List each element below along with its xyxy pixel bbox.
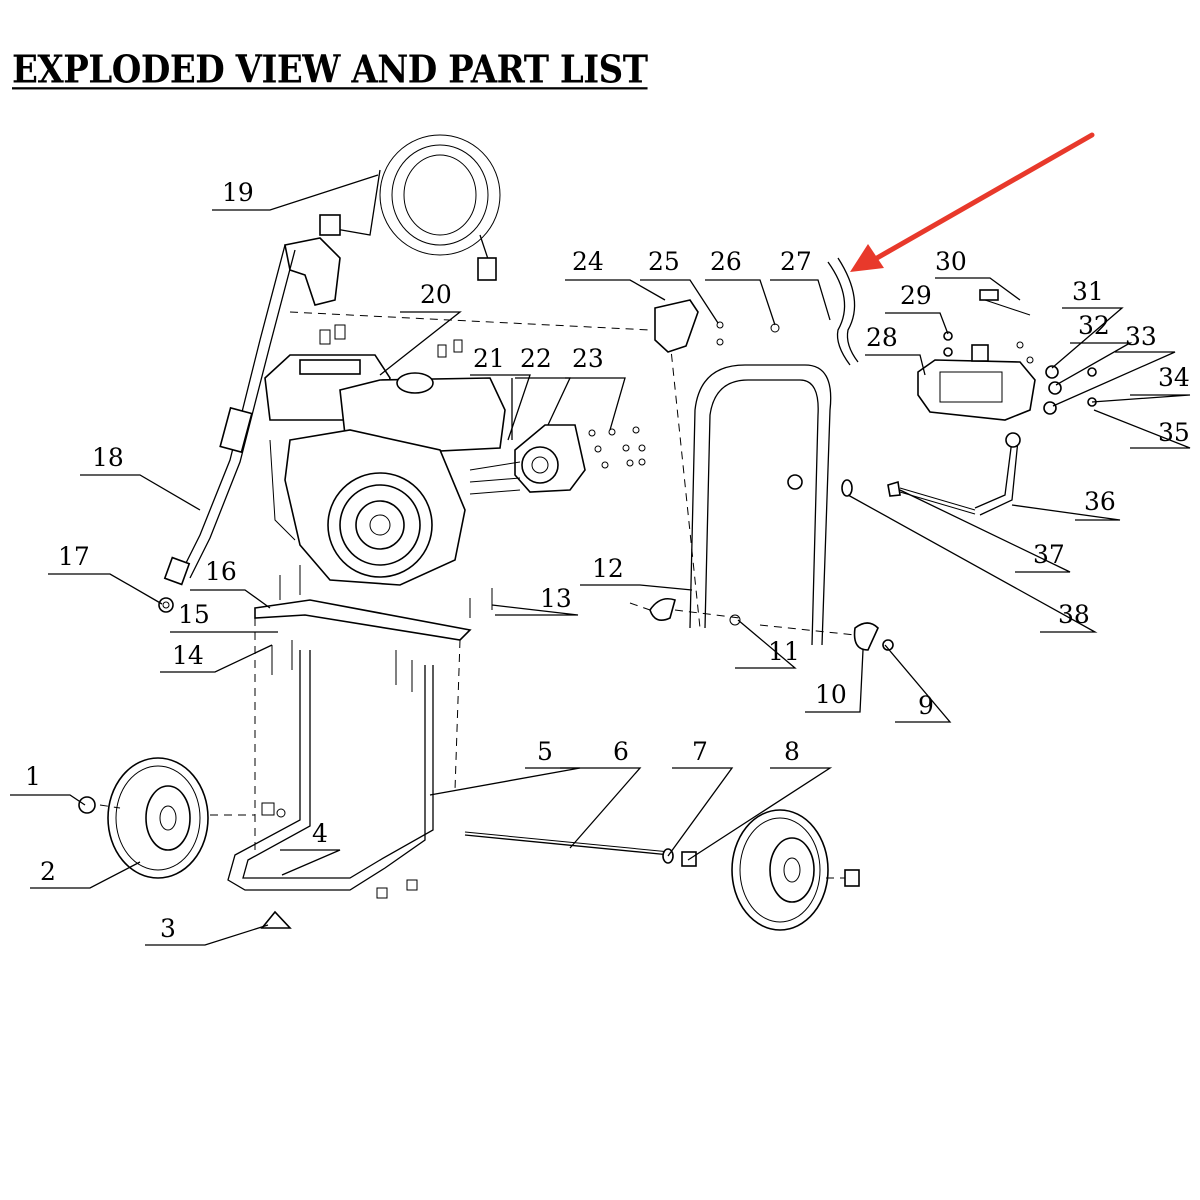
callout-3: 3 <box>160 914 176 943</box>
callout-26: 26 <box>710 247 742 276</box>
callout-5: 5 <box>537 737 553 766</box>
holder <box>917 289 1036 421</box>
callout-29: 29 <box>900 281 932 310</box>
callout-13: 13 <box>540 584 572 613</box>
callout-21: 21 <box>473 344 505 373</box>
engine <box>264 324 506 586</box>
nuts-washers <box>1043 365 1097 415</box>
wheel-left <box>78 757 255 879</box>
base-plate <box>254 565 493 692</box>
callout-10: 10 <box>815 680 847 709</box>
rod-spring <box>887 432 1021 516</box>
callout-20: 20 <box>420 280 452 309</box>
callout-19: 19 <box>222 178 254 207</box>
callout-9: 9 <box>918 691 934 720</box>
callout-25: 25 <box>648 247 680 276</box>
callout-24: 24 <box>572 247 604 276</box>
callout-27: 27 <box>780 247 812 276</box>
callout-30: 30 <box>935 247 967 276</box>
callout-1: 1 <box>25 762 41 791</box>
callout-32: 32 <box>1078 311 1110 340</box>
callout-15: 15 <box>178 600 210 629</box>
hose-coil <box>319 134 501 281</box>
callout-22: 22 <box>520 344 552 373</box>
callout-11: 11 <box>768 637 800 666</box>
callout-33: 33 <box>1125 322 1157 351</box>
callout-28: 28 <box>866 323 898 352</box>
pointer-arrow <box>850 132 1095 272</box>
callout-36: 36 <box>1084 487 1116 516</box>
fitting <box>158 597 174 613</box>
hose-piece <box>827 261 851 366</box>
callout-31: 31 <box>1072 277 1104 306</box>
callout-38: 38 <box>1058 600 1090 629</box>
callout-labels: 1 2 3 4 5 6 7 8 9 10 11 12 13 14 15 16 1… <box>25 178 1190 943</box>
wheel-right <box>731 809 860 931</box>
spray-gun <box>163 237 341 586</box>
callout-14: 14 <box>172 641 204 670</box>
callout-leaders <box>10 174 1191 946</box>
callout-35: 35 <box>1158 418 1190 447</box>
callout-18: 18 <box>92 443 124 472</box>
callout-7: 7 <box>692 737 708 766</box>
callout-16: 16 <box>205 557 237 586</box>
callout-4: 4 <box>312 819 328 848</box>
callout-12: 12 <box>592 554 624 583</box>
callout-6: 6 <box>613 737 629 766</box>
callout-8: 8 <box>784 737 800 766</box>
callout-34: 34 <box>1158 363 1190 392</box>
hose-bracket <box>289 299 780 353</box>
pump <box>469 424 646 495</box>
callout-2: 2 <box>40 857 56 886</box>
callout-17: 17 <box>58 542 90 571</box>
axle <box>464 831 697 867</box>
callout-23: 23 <box>572 344 604 373</box>
callout-37: 37 <box>1033 540 1065 569</box>
handle <box>629 339 894 651</box>
frame <box>227 618 461 929</box>
page-title: EXPLODED VIEW AND PART LIST <box>12 48 648 93</box>
